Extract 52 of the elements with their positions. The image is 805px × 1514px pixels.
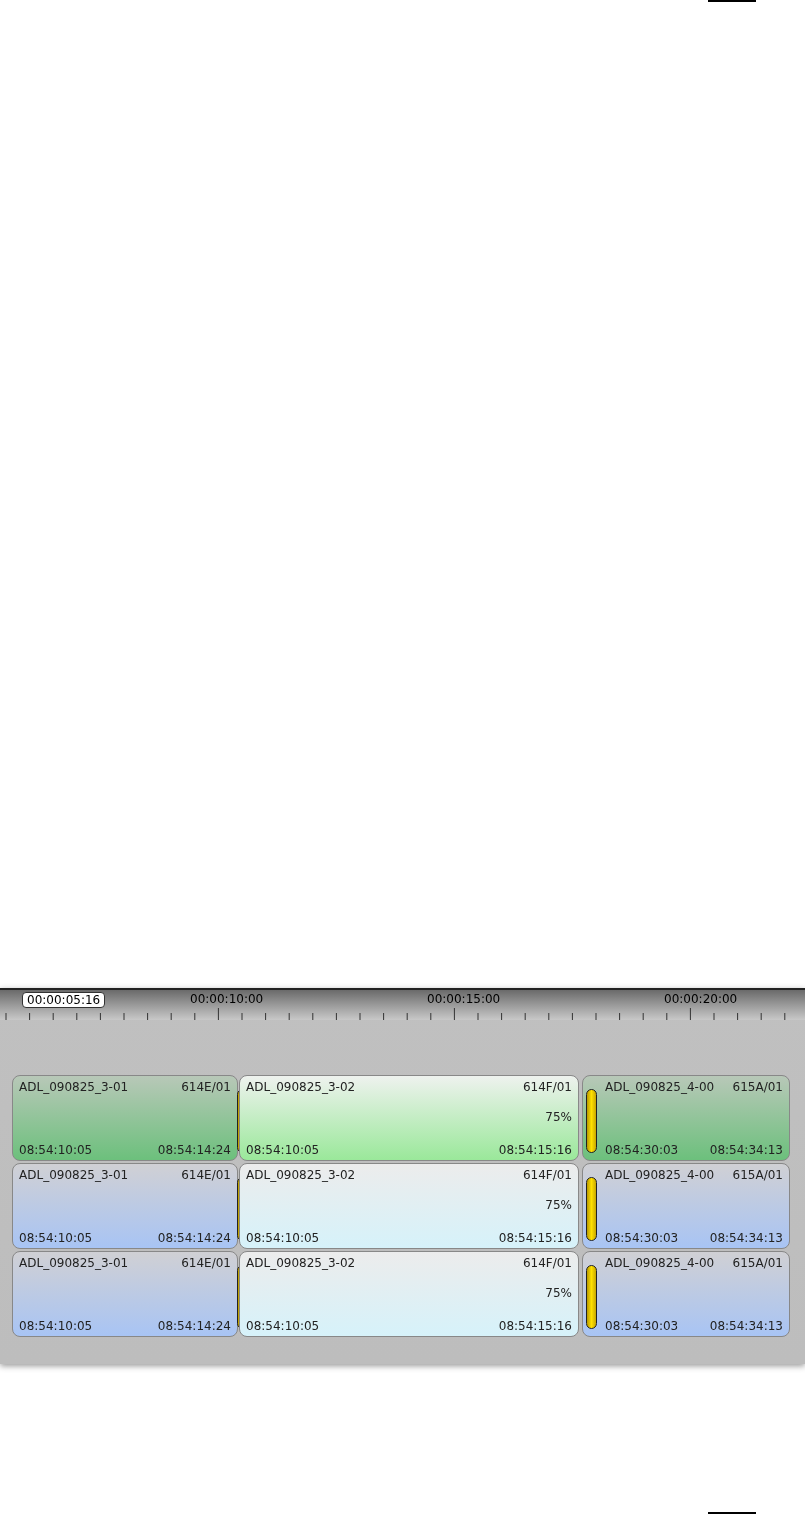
clip-box [582, 1075, 790, 1161]
clip-name: ADL_090825_3-01 [19, 1080, 129, 1094]
reel-id: 614F/01 [522, 1080, 572, 1094]
clip-box [12, 1075, 238, 1161]
clip-box [582, 1163, 790, 1249]
timecode-out: 08:54:15:16 [498, 1231, 572, 1245]
timecode-out: 08:54:15:16 [498, 1143, 572, 1157]
reel-id: 614E/01 [181, 1080, 231, 1094]
timecode-in: 08:54:10:05 [19, 1231, 93, 1245]
clip-box [239, 1163, 579, 1249]
timecode-out: 08:54:14:24 [157, 1319, 231, 1333]
reel-id: 614F/01 [522, 1256, 572, 1270]
timecode-in: 08:54:10:05 [246, 1319, 320, 1333]
timecode-out: 08:54:14:24 [157, 1143, 231, 1157]
clip-box [239, 1251, 579, 1337]
clip-name: ADL_090825_3-02 [246, 1168, 356, 1182]
timecode-out: 08:54:34:13 [709, 1319, 783, 1333]
ruler-timecode: 00:00:15:00 [427, 992, 501, 1006]
clip-box [239, 1075, 579, 1161]
timecode-in: 08:54:30:03 [605, 1143, 679, 1157]
timecode-in: 08:54:10:05 [19, 1143, 93, 1157]
timecode-in: 08:54:10:05 [246, 1143, 320, 1157]
timecode-out: 08:54:14:24 [157, 1231, 231, 1245]
timecode-in: 08:54:30:03 [605, 1231, 679, 1245]
speed-percent: 75% [545, 1110, 572, 1124]
clip-name: ADL_090825_3-01 [19, 1168, 129, 1182]
clip-box [582, 1251, 790, 1337]
timecode-out: 08:54:34:13 [709, 1143, 783, 1157]
clip-name: ADL_090825_3-02 [246, 1256, 356, 1270]
reel-id: 615A/01 [732, 1256, 783, 1270]
clip-name: ADL_090825_3-02 [246, 1080, 356, 1094]
clip-box [12, 1251, 238, 1337]
timecode-in: 08:54:10:05 [246, 1231, 320, 1245]
timecode-out: 08:54:15:16 [498, 1319, 572, 1333]
ruler-timecode: 00:00:10:00 [190, 992, 264, 1006]
playhead-timecode: 00:00:05:16 [22, 992, 106, 1008]
timecode-out: 08:54:34:13 [709, 1231, 783, 1245]
clip-name: ADL_090825_4-00 [605, 1080, 715, 1094]
reel-id: 614F/01 [522, 1168, 572, 1182]
speed-percent: 75% [545, 1286, 572, 1300]
timecode-in: 08:54:30:03 [605, 1319, 679, 1333]
reel-id: 614E/01 [181, 1256, 231, 1270]
reel-id: 615A/01 [732, 1168, 783, 1182]
clip-name: ADL_090825_3-01 [19, 1256, 129, 1270]
clip-name: ADL_090825_4-00 [605, 1256, 715, 1270]
reel-id: 614E/01 [181, 1168, 231, 1182]
reel-id: 615A/01 [732, 1080, 783, 1094]
ruler-timecode: 00:00:20:00 [664, 992, 738, 1006]
speed-percent: 75% [545, 1198, 572, 1212]
clip-name: ADL_090825_4-00 [605, 1168, 715, 1182]
clip-box [12, 1163, 238, 1249]
timecode-in: 08:54:10:05 [19, 1319, 93, 1333]
